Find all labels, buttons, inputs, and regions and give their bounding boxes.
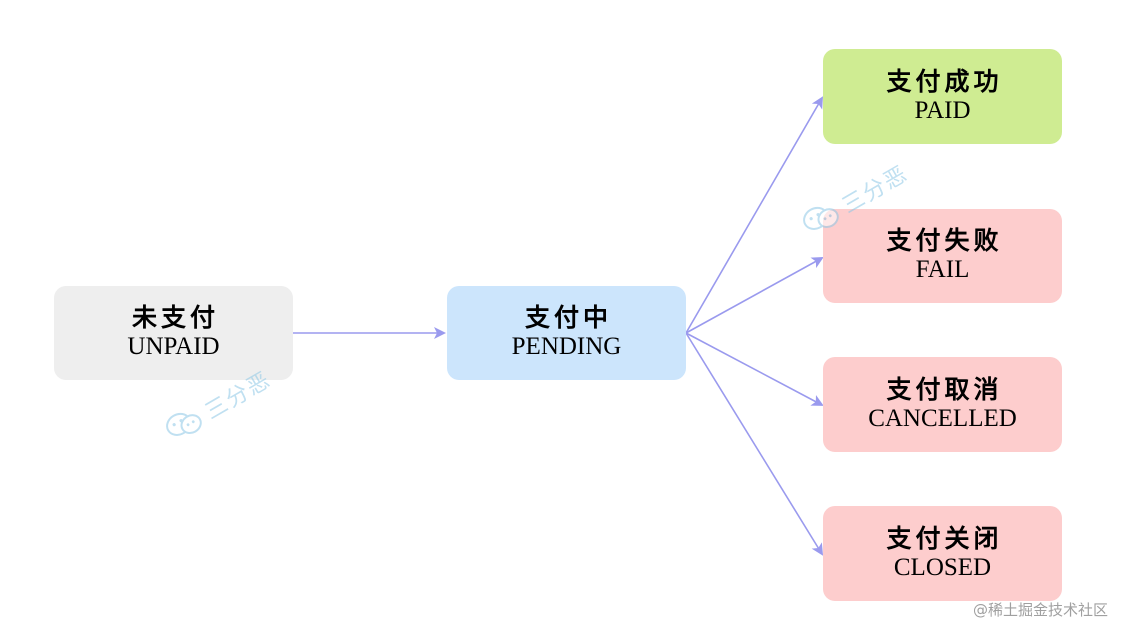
edge-pending-cancelled bbox=[685, 332, 824, 406]
node-unpaid-cn-label: 未支付 bbox=[131, 303, 219, 333]
node-unpaid-en-label: UNPAID bbox=[127, 333, 220, 360]
node-fail-en-label: FAIL bbox=[915, 256, 970, 283]
node-cancelled-cn-label: 支付取消 bbox=[886, 374, 1003, 404]
node-closed: 支付关闭 CLOSED bbox=[823, 506, 1062, 601]
node-unpaid: 未支付 UNPAID bbox=[54, 286, 293, 380]
node-fail-cn-label: 支付失败 bbox=[886, 226, 1003, 256]
node-cancelled: 支付取消 CANCELLED bbox=[823, 357, 1062, 452]
watermark-1: 三分恶 bbox=[160, 362, 276, 448]
edge-pending-fail bbox=[685, 257, 824, 334]
edge-pending-paid bbox=[685, 96, 824, 334]
wechat-icon bbox=[166, 412, 202, 436]
node-closed-cn-label: 支付关闭 bbox=[886, 523, 1003, 553]
wechat-icon bbox=[803, 206, 839, 230]
node-cancelled-en-label: CANCELLED bbox=[868, 404, 1017, 432]
edge-pending-closed bbox=[685, 332, 824, 556]
node-pending-cn-label: 支付中 bbox=[524, 303, 612, 333]
node-closed-en-label: CLOSED bbox=[893, 553, 992, 581]
watermark-2: 三分恶 bbox=[797, 156, 913, 242]
node-paid-cn-label: 支付成功 bbox=[886, 66, 1003, 96]
footer-credit: @稀土掘金技术社区 bbox=[972, 601, 1108, 619]
node-paid-en-label: PAID bbox=[914, 96, 971, 124]
node-paid: 支付成功 PAID bbox=[823, 49, 1062, 144]
node-pending: 支付中 PENDING bbox=[447, 286, 686, 380]
node-fail: 支付失败 FAIL bbox=[823, 209, 1062, 303]
node-pending-en-label: PENDING bbox=[511, 333, 622, 360]
